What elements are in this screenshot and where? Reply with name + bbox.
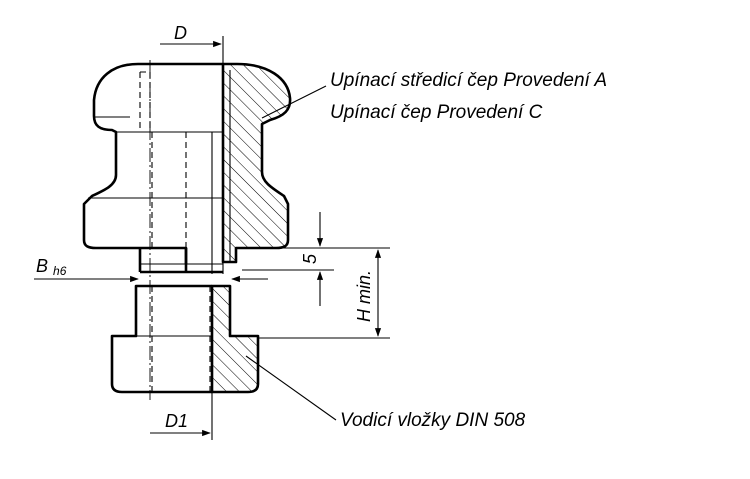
dimension-d: D (160, 23, 222, 48)
insert-section-hatched (210, 284, 260, 394)
leader-insert (245, 355, 337, 421)
callout-provedeni-a: Upínací středicí čep Provedení A (330, 70, 607, 91)
dimension-h: H min. (258, 249, 390, 339)
dimension-d1: D1 (150, 411, 211, 437)
guide-insert (110, 284, 260, 440)
pin-section-hatched (221, 62, 292, 264)
dimension-5: 5 (236, 212, 390, 306)
pin-hidden-head (139, 71, 151, 130)
pin-left-outline (82, 62, 223, 264)
clamping-pin (82, 36, 292, 274)
dimension-b: B h6 (34, 256, 268, 283)
dim-d1-label: D1 (165, 411, 188, 431)
dim-b-label: B h6 (36, 256, 67, 278)
dim-d-label: D (174, 23, 187, 43)
insert-left-outline (110, 284, 212, 394)
leader-pin (261, 85, 327, 119)
dim-5-label: 5 (300, 253, 320, 264)
callout-insert: Vodicí vložky DIN 508 (340, 410, 526, 431)
callout-provedeni-c: Upínací čep Provedení C (330, 102, 543, 123)
dim-h-label: H min. (354, 270, 374, 322)
